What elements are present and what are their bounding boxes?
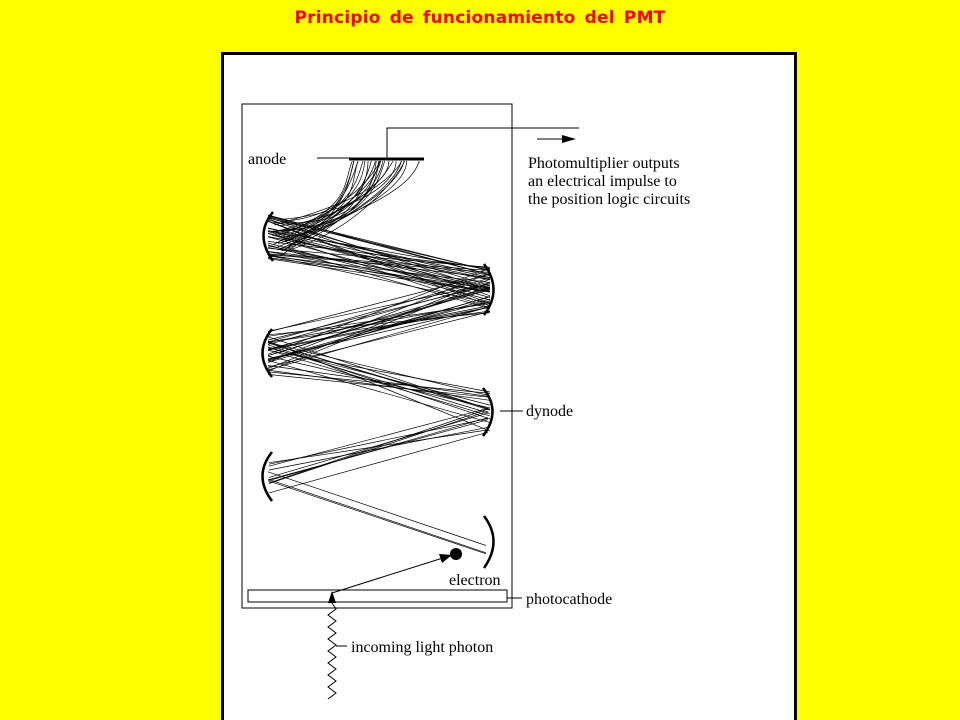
output-lead [386,127,579,158]
dynode-right-3 [482,515,495,569]
electron-beam-line [267,360,491,423]
electron-beam-line [267,254,491,293]
photocathode-label: photocathode [526,591,612,608]
tube-outline [241,103,513,609]
electron-beam-line [268,431,489,494]
electron-beam-line [268,408,489,484]
electron-beam-line [267,242,491,301]
electron-beam-line [268,412,489,478]
electron-beam-line [267,219,491,286]
pmt-diagram-panel: anode Photomultiplier outputs an electri… [221,52,797,720]
electron-beam-line [267,244,491,310]
electron-beam-line [267,273,491,333]
electron-beam-curve [285,160,405,252]
electron-beam-line [267,311,491,368]
electron-beam-line [267,349,491,393]
electron-beam-curve [282,160,355,252]
electron-beam-line [267,471,487,546]
electron-beam-curve [274,160,390,226]
dynode-left-3 [261,451,274,502]
electron-beam-line [267,258,491,293]
electron-beam-line [267,480,487,555]
electron-beam-curve [277,160,405,251]
electron-beam-line [268,417,489,481]
electron-beam-line [268,410,489,484]
electron-beam-line [267,216,491,276]
electron-beam-curve [272,160,364,236]
electron-beam-line [267,365,491,397]
electron-beam-curve [284,160,382,250]
dynode-label: dynode [526,403,573,420]
electron-beam-line [268,418,489,465]
dynode-left-2 [261,328,273,378]
electron-beam-line [267,251,491,278]
electron-beam-line [267,236,491,298]
electron-beam-line [268,419,489,480]
anode-label: anode [248,151,286,168]
electron-dot [450,548,462,560]
incoming-photon-arrow-head [328,591,336,603]
electron-beam-curve [284,160,381,222]
electron-beam-line [267,288,491,357]
electron-beam-line [267,303,491,337]
electron-beam-line [267,245,491,291]
output-label-line-1: Photomultiplier outputs [528,155,680,172]
electron-beam-line [267,478,487,554]
electron-beam-line [268,426,489,471]
dynode-right-2 [481,387,494,437]
output-label-line-2: an electrical impulse to [528,173,677,190]
electron-beam-line [267,283,491,345]
electron-beam-line [267,374,491,398]
incoming-photon-label: incoming light photon [351,639,493,656]
output-label-line-3: the position logic circuits [528,191,690,208]
electron-beam-curve [280,160,397,220]
electron-beam-curve [280,160,384,251]
electron-beam-curve [280,160,402,249]
electron-beam-line [267,278,491,369]
electron-beam-line [267,272,491,363]
electron-beam-curve [273,160,379,224]
electron-label: electron [449,572,501,589]
photoelectron-arrow-head [439,554,452,563]
slide-title: Principio de funcionamiento del PMT [294,8,666,28]
electron-beam-line [267,306,491,371]
electron-beam-line [267,336,491,410]
electron-beam-line [267,267,491,355]
photocathode-plate [247,589,508,603]
electron-beam-curve [277,160,420,245]
electron-beam-line [267,349,491,417]
electron-beam-line [267,254,491,273]
electron-beam-curve [272,160,386,233]
electron-beam-curve [272,160,377,232]
electron-beam-line [267,214,491,275]
electron-beam-line [267,344,491,420]
electron-beam-line [267,257,491,289]
electron-beam-line [267,306,491,351]
electron-beam-curve [285,160,376,242]
electron-beam-line [267,342,491,411]
electron-beam-line [267,305,491,350]
pmt-diagram: anode Photomultiplier outputs an electri… [241,103,690,700]
electron-beam-line [267,232,491,290]
incoming-photon-wave [327,602,337,700]
electron-beam-curve [284,160,359,241]
photoelectron-arrow-shaft [331,556,447,594]
electron-beam-curve [272,160,366,233]
electron-beam-line [267,228,491,276]
electron-beam-curve [278,160,353,236]
electron-beam-line [267,286,491,351]
electron-beam-line [267,306,491,360]
electron-beam-line [267,254,491,304]
electron-beam-line [267,233,491,292]
electron-beam-line [267,298,491,362]
electron-beam-curve [273,160,402,245]
electron-beam-line [267,296,491,363]
output-arrow-head [562,135,576,143]
electron-beam-line [267,217,491,272]
electron-beam-line [267,369,491,401]
electron-beams [267,160,491,555]
